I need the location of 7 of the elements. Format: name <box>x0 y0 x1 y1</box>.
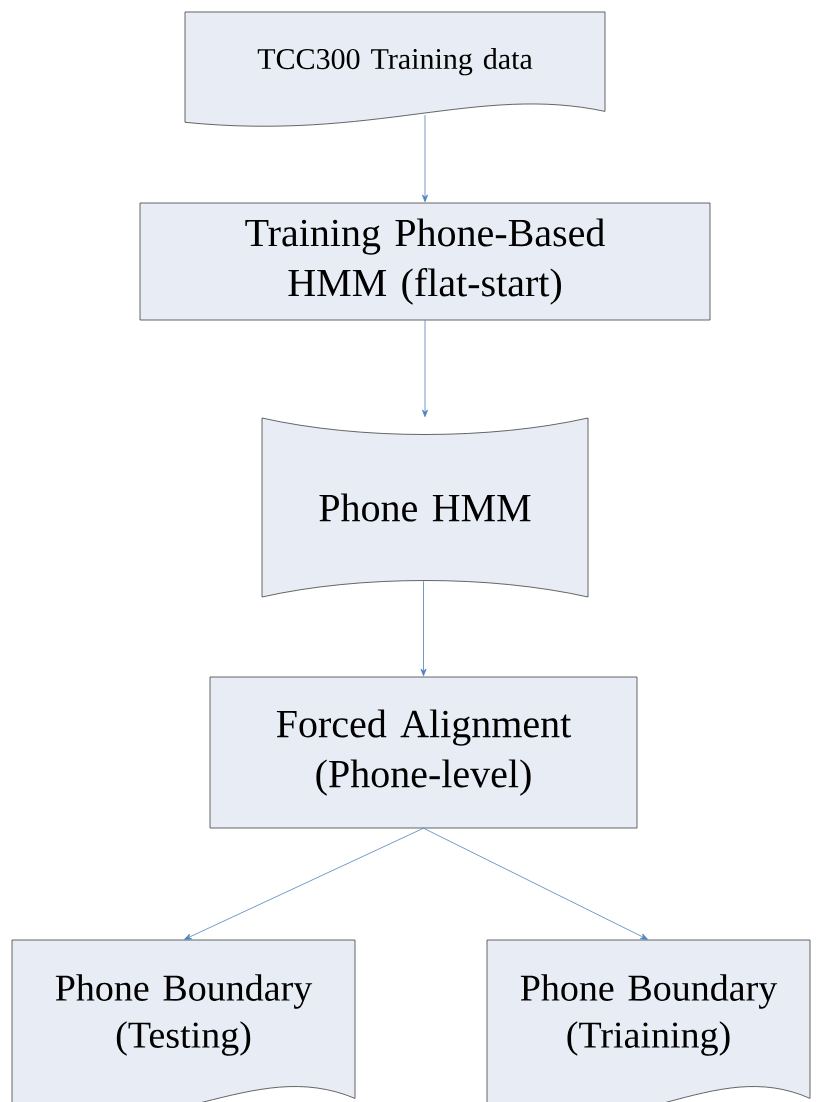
process-box: Forced Alignment (Phone-level) <box>209 676 638 829</box>
arrow <box>422 319 428 418</box>
arrow <box>420 580 427 677</box>
arrow <box>422 114 428 203</box>
arrow <box>184 827 424 940</box>
arrow <box>423 827 648 940</box>
process-box: Training Phone-Based HMM (flat-start) <box>139 202 711 321</box>
